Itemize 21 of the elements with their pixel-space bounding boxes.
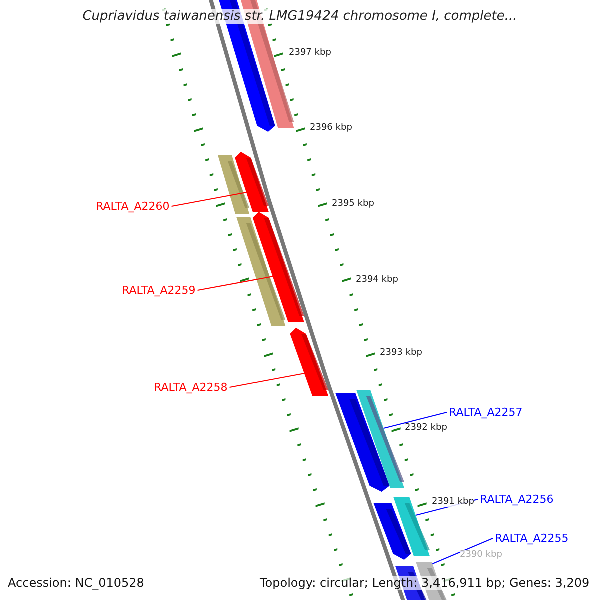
gene-label: RALTA_A2259 bbox=[122, 284, 196, 297]
gene-feature bbox=[290, 328, 328, 396]
gene-label: RALTA_A2257 bbox=[449, 406, 523, 419]
scale-label: 2397 kbp bbox=[289, 48, 332, 58]
scale-label: 2393 kbp bbox=[380, 348, 422, 358]
gene-label: RALTA_A2260 bbox=[96, 200, 170, 213]
scale-label: 2394 kbp bbox=[356, 275, 398, 285]
scale-label: 2396 kbp bbox=[310, 123, 352, 133]
leader-line bbox=[229, 373, 306, 388]
gene-feature bbox=[252, 212, 304, 322]
leader-line bbox=[171, 192, 248, 207]
gene-feature bbox=[235, 152, 269, 212]
gene-label: RALTA_A2256 bbox=[480, 493, 554, 506]
gene-block bbox=[356, 390, 404, 488]
gene-block bbox=[394, 497, 430, 556]
gene-label: RALTA_A2255 bbox=[495, 532, 569, 545]
genome-info-text: Topology: circular; Length: 3,416,911 bp; Genes: 3,209 bbox=[260, 576, 590, 590]
leader-line bbox=[197, 276, 274, 291]
gene-label: RALTA_A2258 bbox=[154, 381, 228, 394]
leader-line bbox=[383, 412, 448, 429]
accession-text: Accession: NC_010528 bbox=[8, 576, 144, 590]
